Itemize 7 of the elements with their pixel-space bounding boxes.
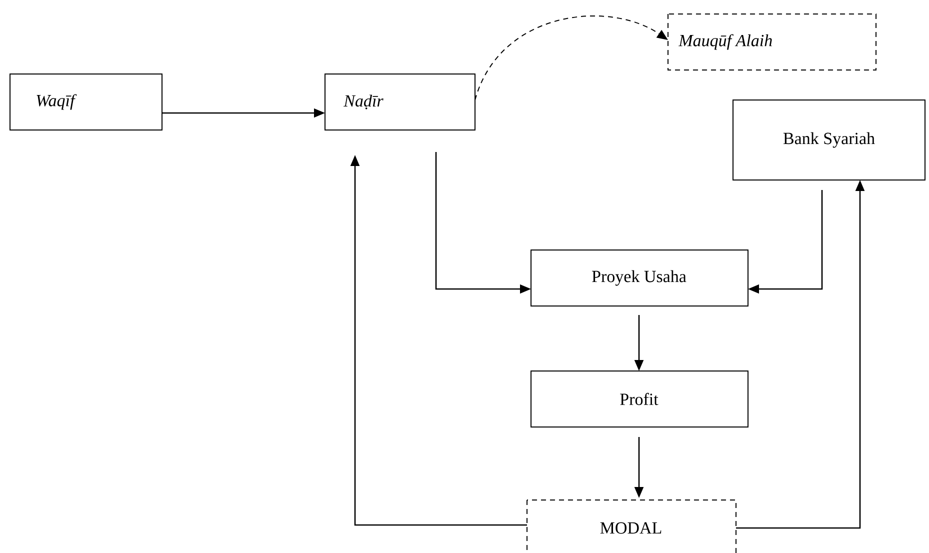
process-box: Waqīf [10, 74, 162, 130]
process-box: Bank Syariah [732, 100, 926, 180]
process-box: Mauqūf Alaih [668, 14, 876, 70]
process-box: Profit [530, 370, 748, 428]
process-box: Naḍīr [324, 74, 476, 130]
process-box: Proyek Usaha [530, 250, 748, 306]
process-box: MODAL [526, 500, 736, 553]
